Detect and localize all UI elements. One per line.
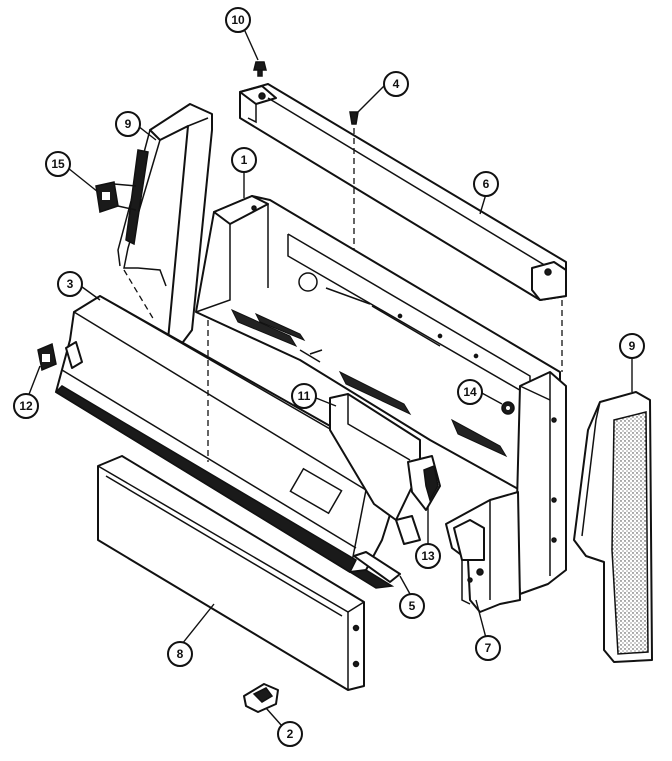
- svg-text:12: 12: [19, 399, 33, 413]
- alignment-lines: [123, 128, 563, 462]
- svg-text:13: 13: [421, 549, 435, 563]
- switch-part: [95, 181, 137, 213]
- backguard-panel-part: [195, 195, 561, 491]
- front-panel-part: [97, 455, 365, 691]
- svg-text:9: 9: [629, 339, 636, 353]
- tab-part: [395, 515, 421, 545]
- svg-text:4: 4: [393, 77, 400, 91]
- control-panel-part: [54, 295, 409, 574]
- svg-text:8: 8: [177, 647, 184, 661]
- callout-4: 4: [383, 71, 409, 97]
- callout-10: 10: [225, 7, 251, 33]
- svg-text:3: 3: [67, 277, 74, 291]
- svg-text:14: 14: [463, 385, 477, 399]
- svg-text:2: 2: [287, 727, 294, 741]
- left-end-cap-part: [117, 103, 213, 347]
- callout-12: 12: [13, 393, 39, 419]
- callout-9-right: 9: [619, 333, 645, 359]
- callout-15: 15: [45, 151, 71, 177]
- callout-1: 1: [231, 147, 257, 173]
- callout-2: 2: [277, 721, 303, 747]
- trim-strip-part: [347, 551, 401, 589]
- small-clip-part: [243, 683, 279, 713]
- callout-8: 8: [167, 641, 193, 667]
- right-end-cap-part: [573, 391, 653, 663]
- side-bracket-part: [445, 491, 521, 613]
- top-rail-part: [239, 83, 567, 301]
- callout-5: 5: [399, 593, 425, 619]
- callout-leaders: [25, 19, 633, 727]
- svg-text:5: 5: [409, 599, 416, 613]
- callout-14: 14: [457, 379, 483, 405]
- screw-part: [253, 61, 267, 77]
- svg-text:10: 10: [231, 13, 245, 27]
- svg-text:11: 11: [298, 389, 311, 403]
- right-end-bracket: [515, 371, 567, 595]
- callout-6: 6: [473, 171, 499, 197]
- clip-part: [349, 111, 359, 125]
- callout-13: 13: [415, 543, 441, 569]
- callout-11: 11: [291, 383, 317, 409]
- svg-text:7: 7: [485, 641, 492, 655]
- callout-3: 3: [57, 271, 83, 297]
- svg-text:1: 1: [241, 153, 248, 167]
- bracket-part: [329, 393, 441, 521]
- svg-text:9: 9: [125, 117, 132, 131]
- svg-text:15: 15: [51, 157, 65, 171]
- callout-9-left: 9: [115, 111, 141, 137]
- small-switch-part: [37, 342, 57, 372]
- callout-7: 7: [475, 635, 501, 661]
- grommet-part: [501, 401, 515, 415]
- svg-text:6: 6: [483, 177, 490, 191]
